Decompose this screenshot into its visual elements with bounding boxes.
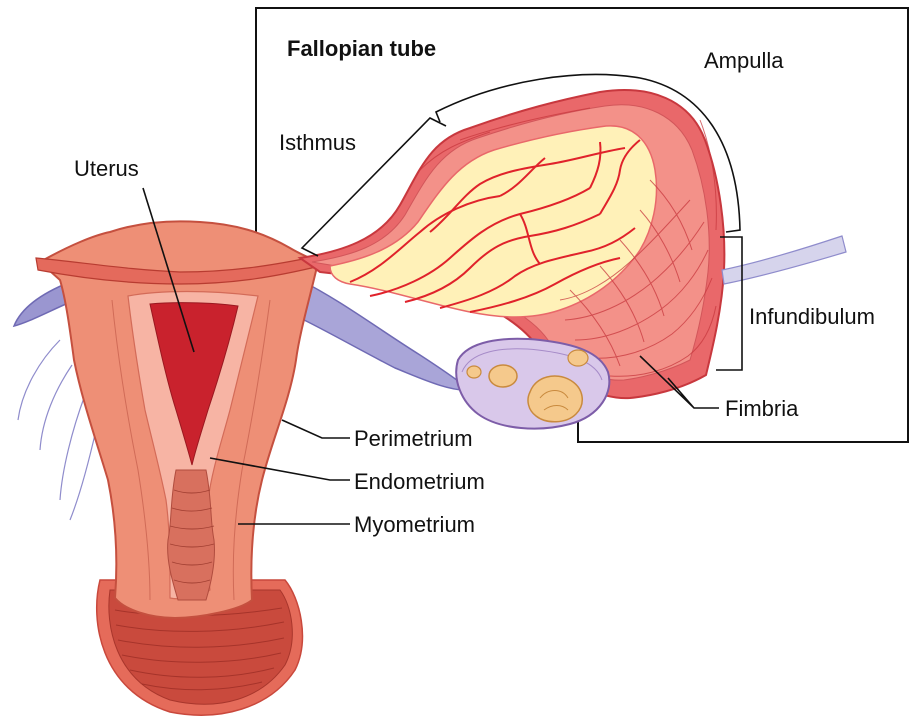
follicle bbox=[489, 365, 517, 387]
label-infundibulum: Infundibulum bbox=[749, 304, 875, 329]
label-endometrium: Endometrium bbox=[354, 469, 485, 494]
cervical-canal bbox=[168, 470, 215, 600]
follicle bbox=[467, 366, 481, 378]
label-perimetrium: Perimetrium bbox=[354, 426, 473, 451]
label-ampulla: Ampulla bbox=[704, 48, 784, 73]
right-ligament bbox=[722, 236, 846, 284]
label-fimbria: Fimbria bbox=[725, 396, 799, 421]
follicle bbox=[568, 350, 588, 366]
ovary bbox=[456, 339, 609, 429]
label-uterus: Uterus bbox=[74, 156, 139, 181]
corpus-luteum bbox=[528, 376, 582, 422]
label-myometrium: Myometrium bbox=[354, 512, 475, 537]
label-isthmus: Isthmus bbox=[279, 130, 356, 155]
label-fallopian-tube: Fallopian tube bbox=[287, 36, 436, 61]
perimetrium-leader bbox=[282, 420, 350, 438]
